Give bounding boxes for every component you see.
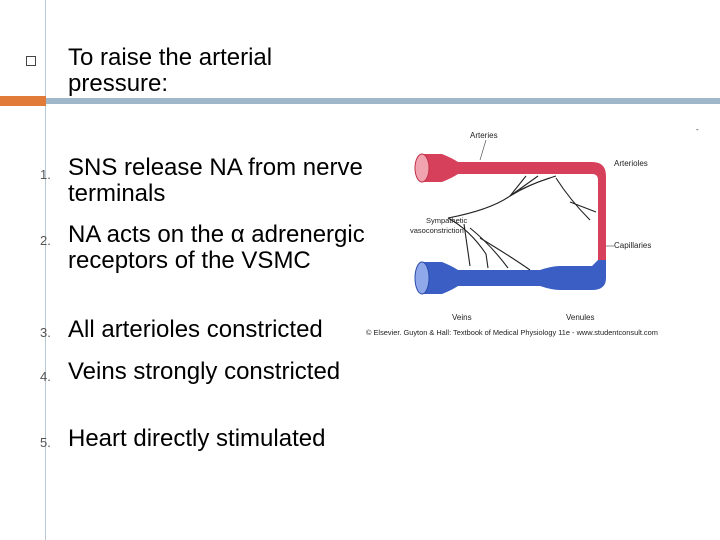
vein-vessel — [422, 260, 606, 294]
list-item-number: 1. — [40, 167, 51, 182]
accent-vertical-line — [45, 0, 46, 540]
label-dash: - — [696, 125, 699, 134]
artery-opening — [414, 153, 430, 183]
sympathetic-nerves — [447, 175, 597, 271]
list-item-number: 3. — [40, 325, 51, 340]
slide-heading: To raise the arterial pressure: — [68, 44, 273, 97]
diagram-caption: © Elsevier. Guyton & Hall: Textbook of M… — [366, 328, 658, 337]
square-bullet-icon — [26, 56, 36, 66]
list-item-number: 2. — [40, 233, 51, 248]
label-veins: Veins — [452, 313, 472, 322]
leader-arteries — [479, 139, 487, 161]
list-item-text: All arterioles constricted — [68, 316, 323, 343]
label-arteries: Arteries — [470, 131, 498, 140]
artery-vessel — [422, 154, 606, 260]
label-vasoconstriction: vasoconstriction — [410, 226, 464, 235]
blood-vessel-diagram: Arteries Arterioles Sympathetic vasocons… — [366, 125, 699, 337]
list-item-text: Heart directly stimulated — [68, 425, 326, 452]
list-item-text: SNS release NA from nerve terminals — [68, 154, 363, 207]
list-item-number: 4. — [40, 369, 51, 384]
label-arterioles: Arterioles — [614, 159, 648, 168]
label-capillaries: Capillaries — [614, 241, 651, 250]
accent-bar-orange — [0, 96, 46, 106]
label-sympathetic: Sympathetic — [426, 216, 468, 225]
label-venules: Venules — [566, 313, 594, 322]
accent-bar-blue — [46, 98, 720, 104]
list-item-text: NA acts on the α adrenergic receptors of… — [68, 221, 365, 274]
list-item-text: Veins strongly constricted — [68, 358, 341, 385]
vein-opening — [414, 261, 430, 295]
list-item-number: 5. — [40, 435, 51, 450]
